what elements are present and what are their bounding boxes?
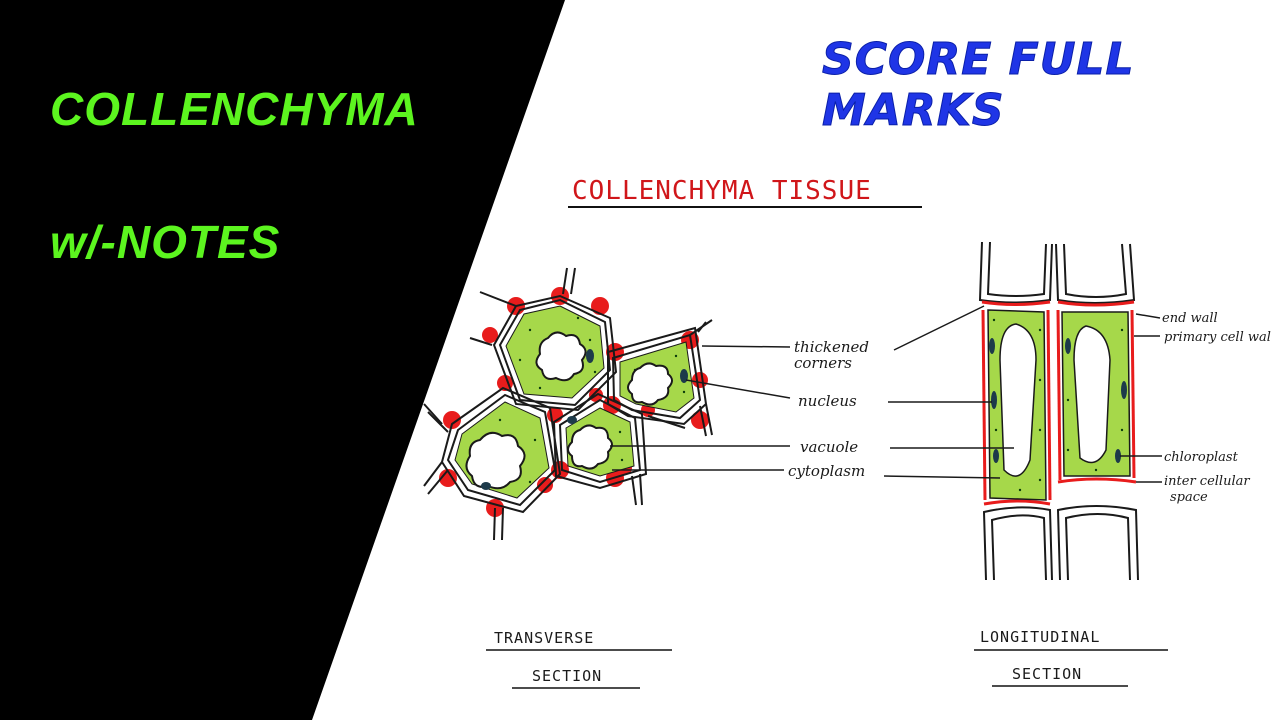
label-chloroplast: chloroplast — [1164, 450, 1239, 465]
label-end-wall: end wall — [1162, 311, 1218, 326]
score-banner: SCORE FULL MARKS — [822, 34, 1135, 137]
label-cytoplasm: cytoplasm — [788, 462, 865, 480]
transverse-section-drawing — [423, 267, 713, 541]
label-primary-cell-wall: primary cell wal — [1164, 330, 1271, 345]
longitudinal-section-drawing — [978, 241, 1139, 581]
side-title-line2: w/-NOTES — [50, 216, 281, 268]
transverse-caption-line2: SECTION — [532, 667, 602, 685]
label-thickened: thickened — [794, 338, 869, 356]
label-space: space — [1170, 490, 1208, 505]
longitudinal-leader-lines — [883, 305, 1162, 483]
label-corners: corners — [794, 354, 852, 372]
label-vacuole: vacuole — [800, 438, 858, 456]
transverse-leader-lines — [610, 345, 791, 471]
transverse-caption-line1: TRANSVERSE — [494, 629, 594, 647]
label-intercellular: inter cellular — [1164, 474, 1250, 489]
longitudinal-caption-line2: SECTION — [1012, 665, 1082, 683]
longitudinal-caption-line1: LONGITUDINAL — [980, 628, 1100, 646]
side-title-line1: COLLENCHYMA — [50, 83, 419, 135]
diagram-heading: COLLENCHYMA TISSUE — [572, 176, 872, 206]
label-nucleus: nucleus — [798, 392, 857, 410]
dark-side-panel — [0, 0, 565, 720]
